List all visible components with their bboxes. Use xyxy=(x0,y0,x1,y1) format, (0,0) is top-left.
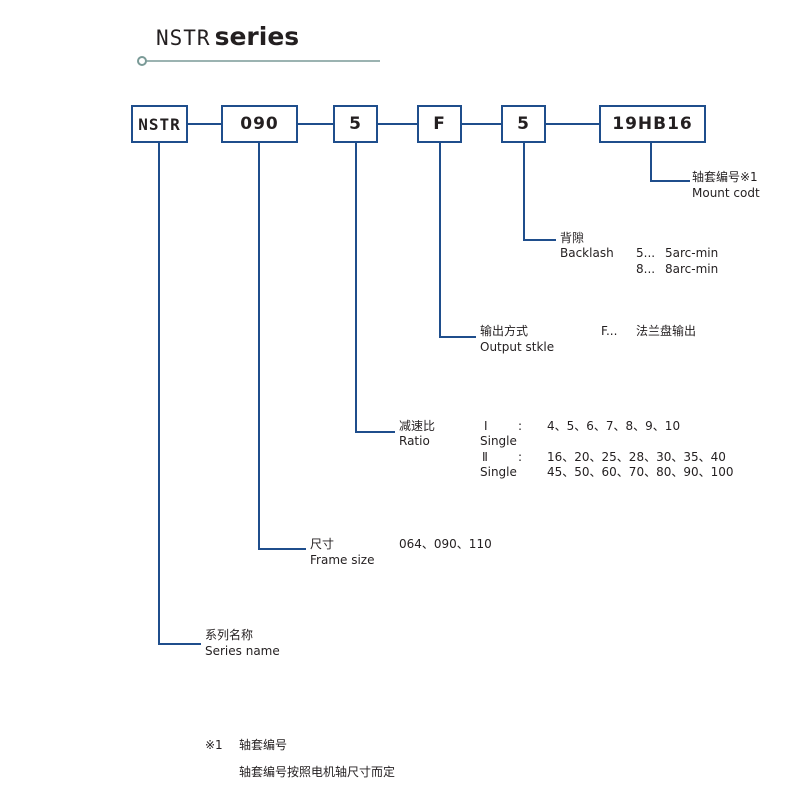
frame-label-en: Frame size xyxy=(310,553,375,567)
code-box-ratio: 5 xyxy=(333,105,378,143)
backlash-label-en: Backlash xyxy=(560,246,614,260)
leader-output xyxy=(439,143,476,338)
backlash-option-value: 5arc-min xyxy=(665,246,719,260)
title-code: NSTR xyxy=(156,26,211,50)
title-word: series xyxy=(214,22,300,51)
footnote-mark: ※1 xyxy=(205,738,223,752)
ratio-values-3: 45、50、60、70、80、90、100 xyxy=(547,465,734,479)
leader-backlash xyxy=(523,143,556,241)
frame-label-cn: 尺寸 xyxy=(310,537,335,551)
output-option-value: 法兰盘输出 xyxy=(636,324,697,338)
code-box-series: NSTR xyxy=(131,105,188,143)
ratio-stage-label-1: Single xyxy=(480,434,517,448)
series-label-cn: 系列名称 xyxy=(205,628,254,642)
ratio-values-1: 4、5、6、7、8、9、10 xyxy=(547,419,681,433)
backlash-option-key: 5... xyxy=(636,246,656,260)
mount-label-en: Mount codt xyxy=(692,186,760,200)
mount-label-cn: 轴套编号※1 xyxy=(692,170,758,184)
code-box-output: F xyxy=(417,105,462,143)
backlash-option-value: 8arc-min xyxy=(665,262,719,276)
output-option-key: F... xyxy=(601,324,618,338)
ratio-stage-2: Ⅱ xyxy=(482,450,488,464)
leader-series xyxy=(158,143,201,645)
ratio-stage-label-2: Single xyxy=(480,465,517,479)
series-label-en: Series name xyxy=(205,644,280,658)
header-rule-dot xyxy=(137,56,147,66)
ratio-values-2: 16、20、25、28、30、35、40 xyxy=(547,450,726,464)
backlash-option-key: 8... xyxy=(636,262,656,276)
footnote-title: 轴套编号 xyxy=(239,738,288,752)
leader-ratio xyxy=(355,143,395,433)
leader-frame xyxy=(258,143,306,550)
leader-mount xyxy=(650,143,690,182)
output-label-cn: 输出方式 xyxy=(480,324,529,338)
footnote-text: 轴套编号按照电机轴尺寸而定 xyxy=(239,765,396,779)
code-box-backlash: 5 xyxy=(501,105,546,143)
ratio-stage-1: Ⅰ xyxy=(484,419,488,433)
code-box-frame: 090 xyxy=(221,105,298,143)
output-label-en: Output stkle xyxy=(480,340,555,354)
ratio-label-en: Ratio xyxy=(399,434,430,448)
ratio-sep-1: : xyxy=(518,419,523,433)
frame-values: 064、090、110 xyxy=(399,537,492,551)
ratio-sep-2: : xyxy=(518,450,523,464)
code-box-mount: 19HB16 xyxy=(599,105,706,143)
backlash-label-cn: 背隙 xyxy=(560,231,585,245)
ratio-label-cn: 减速比 xyxy=(399,419,436,433)
